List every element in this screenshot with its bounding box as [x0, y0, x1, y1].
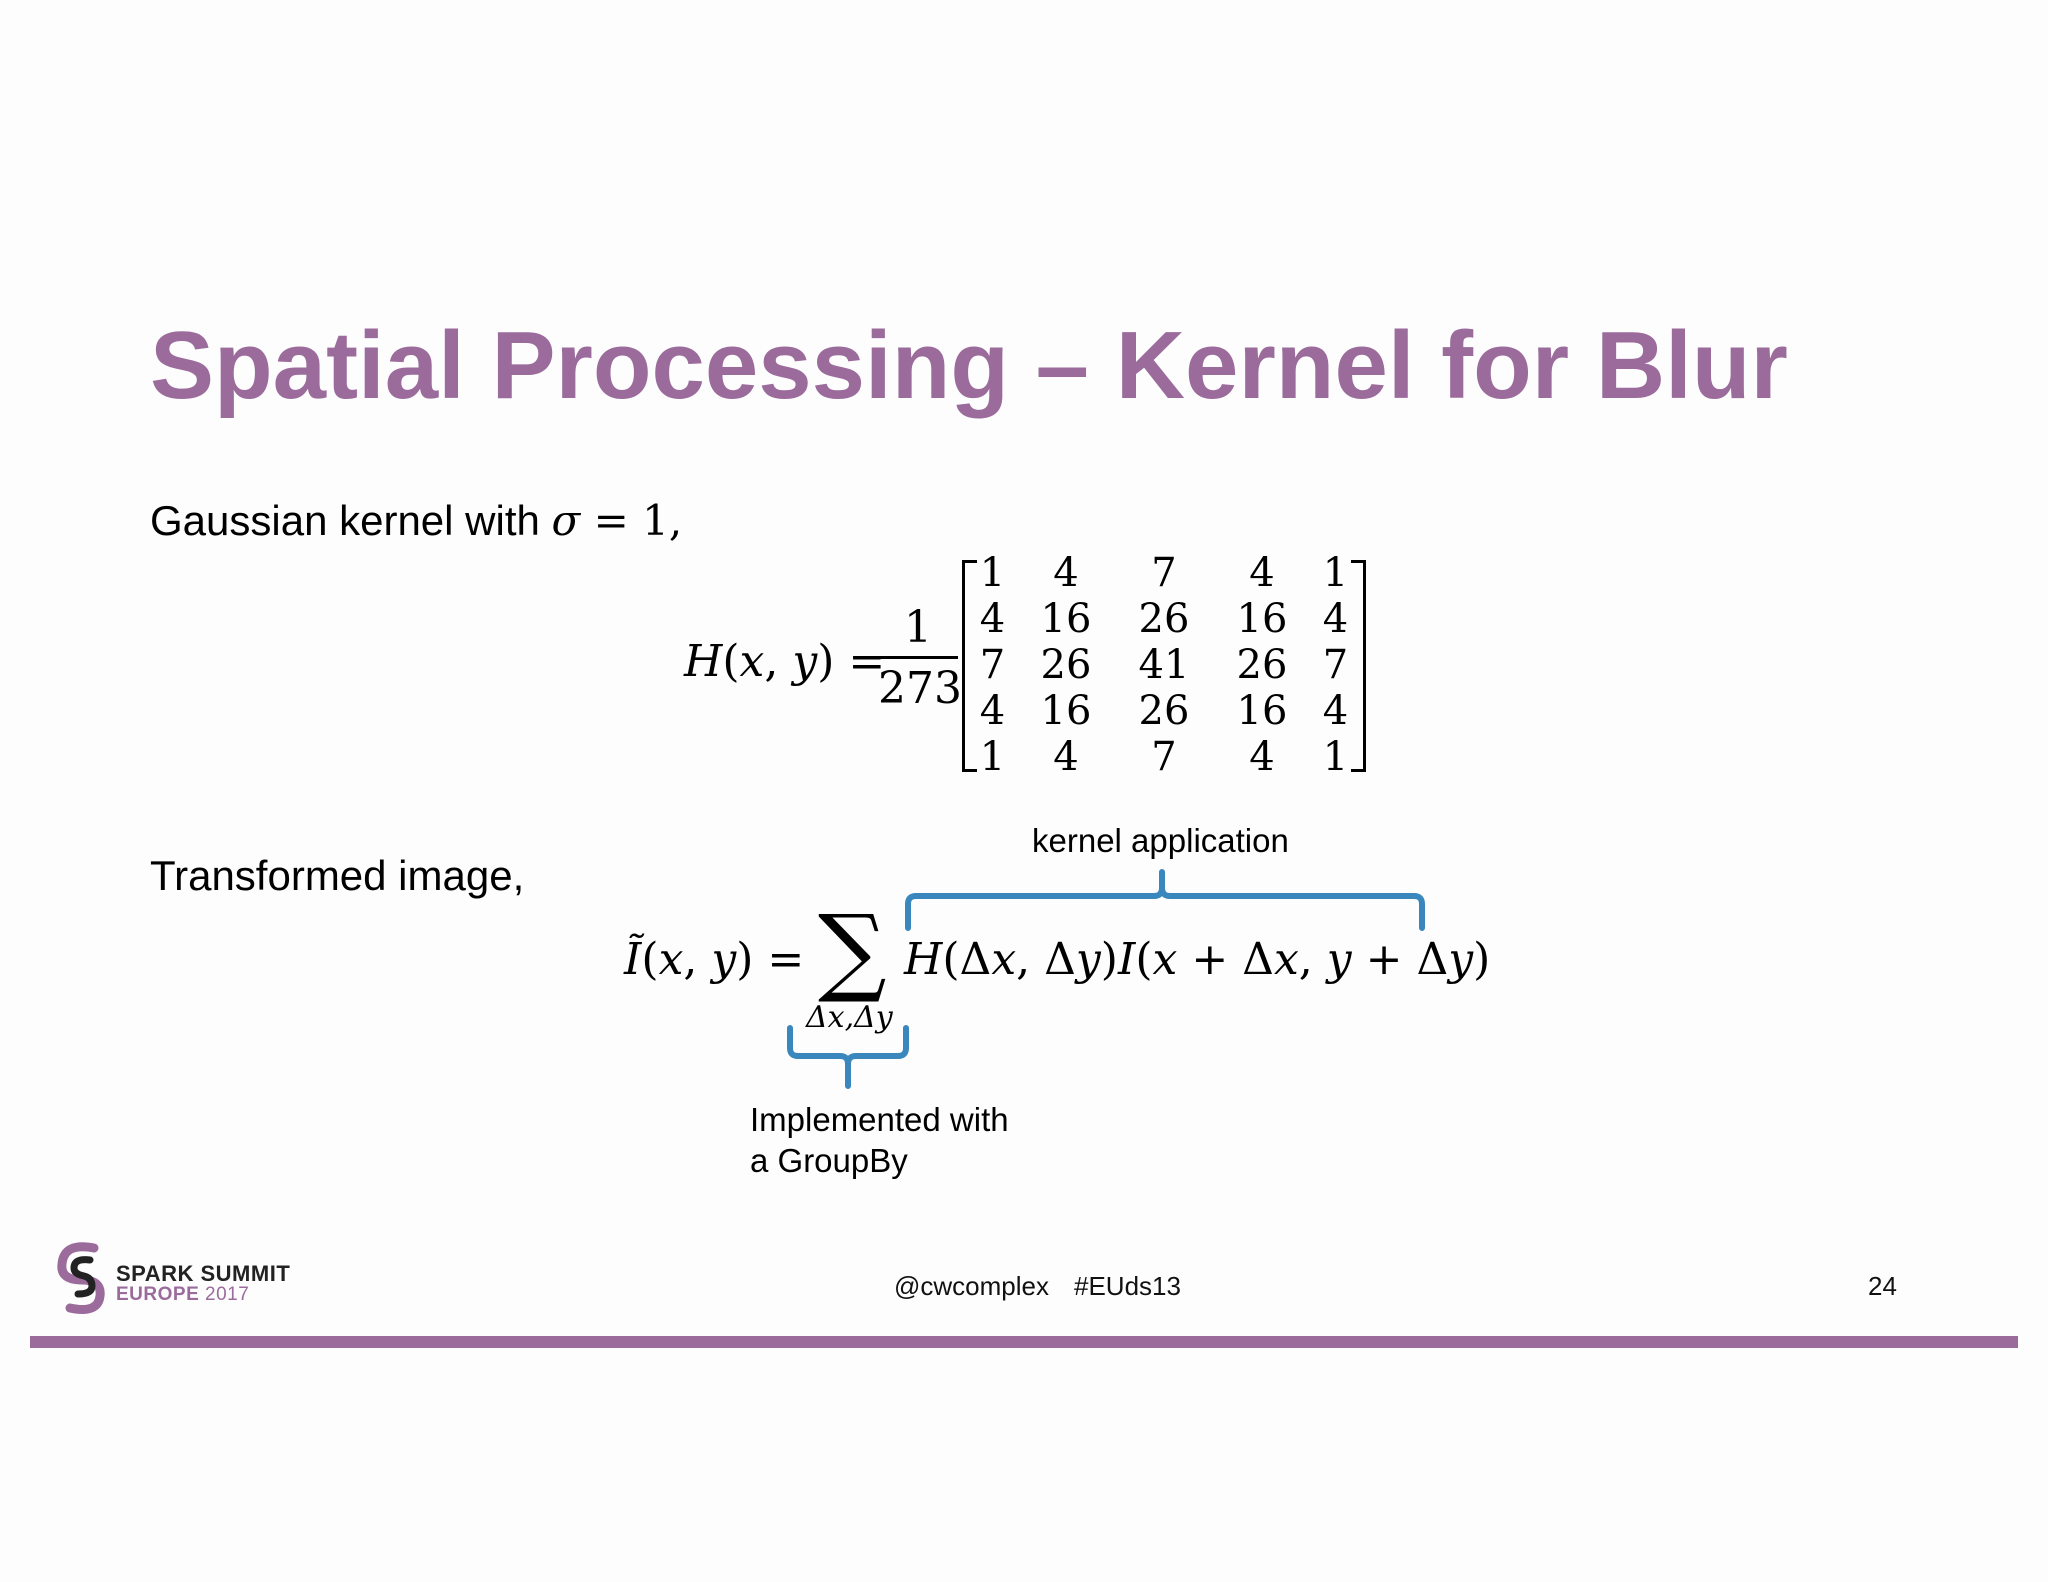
matrix-cell: 7: [979, 642, 1006, 688]
groupby-label: Implemented with a GroupBy: [750, 1099, 1009, 1182]
logo-text-spark-summit: SPARK SUMMIT: [116, 1261, 291, 1286]
kernel-denominator: 273: [878, 663, 962, 714]
matrix-cell: 26: [1138, 596, 1190, 642]
matrix-cell: 26: [1138, 688, 1190, 734]
matrix-cell: 4: [1322, 596, 1349, 642]
matrix-row: 1 4 7 4 1: [968, 734, 1360, 780]
matrix-cell: 4: [1249, 734, 1275, 780]
matrix-cell: 16: [1236, 688, 1288, 734]
matrix-cell: 1: [1322, 734, 1349, 780]
matrix-row: 1 4 7 4 1: [968, 550, 1360, 596]
slide-title: Spatial Processing – Kernel for Blur: [150, 312, 1788, 419]
matrix-cell: 26: [1236, 642, 1288, 688]
matrix-cell: 41: [1138, 642, 1190, 688]
footer-divider-bar: [30, 1336, 2018, 1348]
matrix-cell: 4: [1053, 550, 1079, 596]
intro-line: Gaussian kernel with σ = 1,: [150, 500, 682, 542]
matrix-cell: 16: [1236, 596, 1288, 642]
matrix-cell: 4: [1053, 734, 1079, 780]
summation-sign: ∑: [818, 894, 887, 1006]
transformed-lhs: Ĩ(x, y) =: [624, 934, 805, 985]
kernel-lhs: H(x, y) =: [684, 636, 886, 687]
footer-hashtag: #EUds13: [1074, 1271, 1181, 1301]
page-number: 24: [1868, 1271, 1897, 1301]
footer-handle: @cwcomplex: [894, 1271, 1049, 1301]
logo-text-europe-word: EUROPE: [116, 1284, 200, 1305]
kernel-numerator: 1: [904, 602, 932, 653]
matrix-left-bracket: [962, 560, 977, 772]
matrix-cell: 4: [1249, 550, 1275, 596]
matrix-table: 1 4 7 4 1 4 16 26 16 4 7 26 41 26 7 4: [968, 550, 1360, 780]
matrix-row: 4 16 26 16 4: [968, 688, 1360, 734]
matrix-row: 7 26 41 26 7: [968, 642, 1360, 688]
matrix-right-bracket: [1351, 560, 1366, 772]
groupby-label-line2: a GroupBy: [750, 1142, 908, 1180]
groupby-brace: [787, 1025, 909, 1089]
matrix-cell: 7: [1322, 642, 1349, 688]
transformed-text: Transformed image,: [150, 852, 525, 899]
spark-summit-logo-icon: [57, 1242, 105, 1314]
logo-text-europe: EUROPE 2017: [116, 1284, 249, 1306]
kernel-fraction: 1 273: [878, 602, 962, 711]
matrix-cell: 16: [1040, 688, 1092, 734]
matrix-cell: 4: [979, 596, 1006, 642]
sigma-value: = 1,: [593, 496, 683, 545]
matrix-cell: 26: [1040, 642, 1092, 688]
matrix-cell: 4: [979, 688, 1006, 734]
matrix-cell: 1: [979, 734, 1006, 780]
groupby-label-line1: Implemented with: [750, 1101, 1009, 1138]
kernel-matrix: 1 4 7 4 1 4 16 26 16 4 7 26 41 26 7 4: [958, 550, 1370, 780]
matrix-cell: 7: [1151, 550, 1177, 596]
matrix-row: 4 16 26 16 4: [968, 596, 1360, 642]
fraction-bar: [878, 656, 958, 659]
logo-text-year: 2017: [199, 1284, 250, 1305]
summation-subscript: Δx,Δy: [806, 1000, 893, 1035]
equals-sign: =: [848, 636, 886, 687]
matrix-cell: 16: [1040, 596, 1092, 642]
sigma-expression: σ = 1,: [551, 496, 683, 545]
intro-text: Gaussian kernel with: [150, 497, 540, 544]
kernel-application-label: kernel application: [1032, 822, 1289, 859]
matrix-cell: 4: [1322, 688, 1349, 734]
kernel-application-brace: [905, 869, 1425, 931]
matrix-cell: 1: [1322, 550, 1349, 596]
matrix-cell: 7: [1151, 734, 1177, 780]
summation-term: H(Δx, Δy)I(x + Δx, y + Δy): [904, 934, 1491, 985]
matrix-cell: 1: [979, 550, 1006, 596]
